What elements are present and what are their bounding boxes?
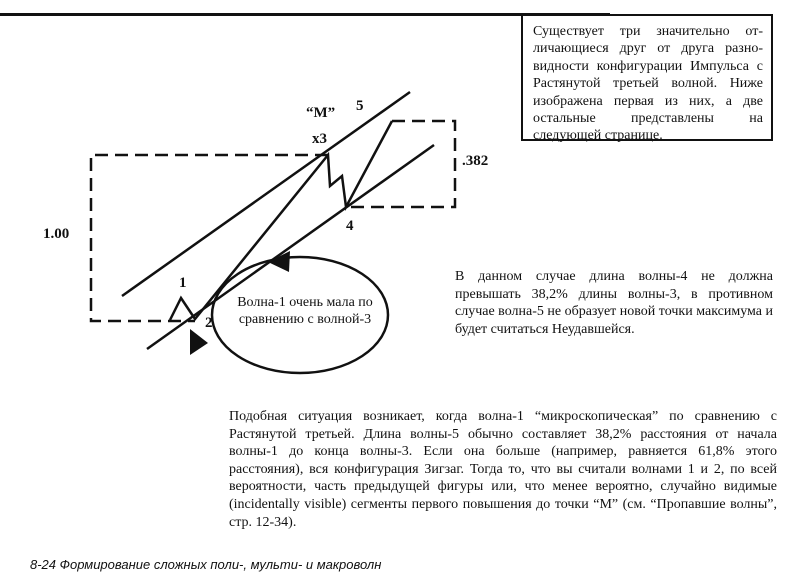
- label-100: 1.00: [43, 226, 69, 242]
- dashed-bracket-100: [89, 153, 328, 323]
- label-x3: x3: [312, 131, 327, 147]
- top-rule: [0, 13, 610, 16]
- label-wave-2: 2: [205, 315, 213, 331]
- note-text: Существует три значительно от­личающиеся…: [533, 24, 763, 144]
- label-wave-5: 5: [356, 98, 364, 114]
- label-wave-1: 1: [179, 275, 187, 291]
- arrow-head-lower: [190, 329, 208, 355]
- wave-path: [168, 120, 394, 322]
- label-wave-4: 4: [346, 218, 354, 234]
- label-382: .382: [462, 153, 488, 169]
- label-m: “М”: [306, 105, 335, 121]
- body-paragraph: Подобная ситуация возникает, когда волна…: [229, 409, 777, 530]
- side-paragraph: В данном случае длина волны-4 не должна …: [455, 269, 773, 337]
- lower-channel-line: [146, 143, 435, 351]
- oval-text: Волна-1 очень мала по сравнению с волной…: [237, 295, 373, 327]
- page-footer: 8-24 Формирование сложных поли-, мульти-…: [30, 557, 382, 572]
- upper-channel-line: [121, 90, 411, 298]
- oval-callout: [210, 255, 390, 375]
- arrow-head-upper: [268, 251, 290, 272]
- note-box: Существует три значительно от­личающиеся…: [521, 14, 773, 143]
- dashed-bracket-382: [346, 119, 457, 209]
